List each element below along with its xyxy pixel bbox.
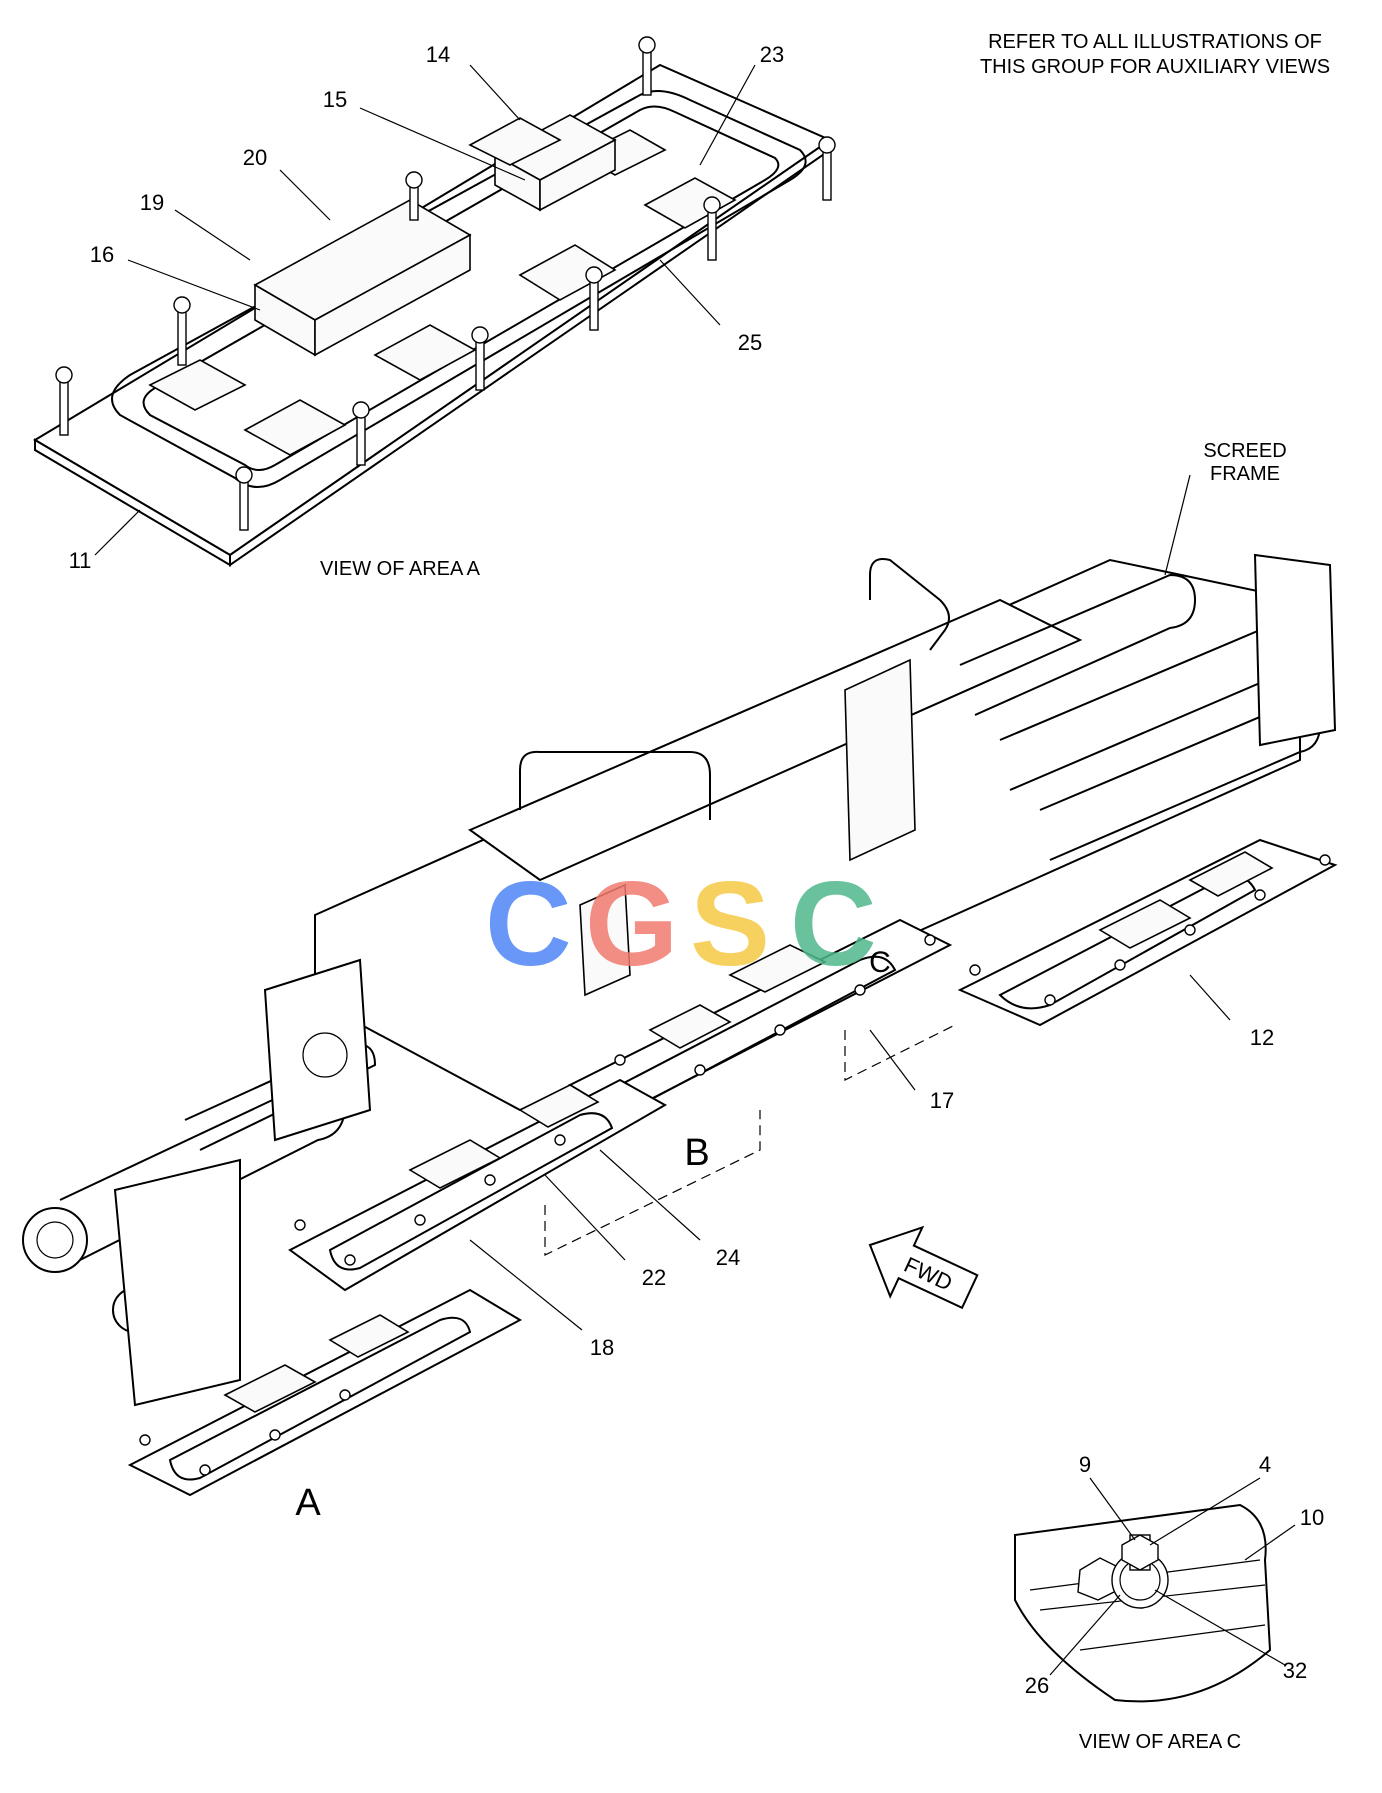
callout-32: 32	[1283, 1658, 1307, 1683]
callout-9: 9	[1079, 1452, 1091, 1477]
view-area-c-illustration	[1014, 1503, 1272, 1703]
screed-frame-label-line2: FRAME	[1210, 463, 1280, 485]
svg-text:C: C	[790, 857, 877, 991]
area-marker-c: C	[869, 946, 891, 979]
callout-26: 26	[1025, 1673, 1049, 1698]
callout-18: 18	[590, 1335, 614, 1360]
refer-note-line1: REFER TO ALL ILLUSTRATIONS OF	[988, 31, 1322, 53]
svg-text:G: G	[585, 857, 678, 991]
callout-11: 11	[69, 548, 92, 573]
forward-arrow: FWD	[868, 1225, 979, 1310]
screed-frame-label-line1: SCREED	[1203, 440, 1286, 462]
callout-22: 22	[642, 1265, 666, 1290]
callout-10: 10	[1300, 1505, 1324, 1530]
callout-15: 15	[323, 87, 347, 112]
view-area-a-caption: VIEW OF AREA A	[320, 558, 481, 580]
callout-14: 14	[426, 42, 450, 67]
callout-4: 4	[1259, 1452, 1271, 1477]
view-area-c-caption: VIEW OF AREA C	[1079, 1731, 1241, 1753]
callout-12: 12	[1250, 1025, 1274, 1050]
cgsc-watermark-logo: C G S C	[485, 857, 877, 991]
refer-note-line2: THIS GROUP FOR AUXILIARY VIEWS	[980, 56, 1330, 78]
main-screed-illustration	[22, 553, 1337, 1407]
svg-text:C: C	[485, 857, 572, 991]
callout-24: 24	[716, 1245, 740, 1270]
main-leaders	[469, 474, 1231, 1331]
view-area-a-illustration	[33, 36, 836, 567]
area-marker-a: A	[295, 1482, 321, 1524]
heater-plate-assemblies	[127, 838, 1338, 1497]
area-marker-b: B	[684, 1132, 709, 1174]
callout-23: 23	[760, 42, 784, 67]
view-area-c-leaders	[1049, 1477, 1296, 1676]
view-area-a-leaders	[94, 64, 756, 556]
svg-text:S: S	[690, 857, 770, 991]
callout-16: 16	[90, 242, 114, 267]
callout-19: 19	[140, 190, 164, 215]
callout-20: 20	[243, 145, 267, 170]
callout-25: 25	[738, 330, 762, 355]
callout-17: 17	[930, 1088, 954, 1113]
